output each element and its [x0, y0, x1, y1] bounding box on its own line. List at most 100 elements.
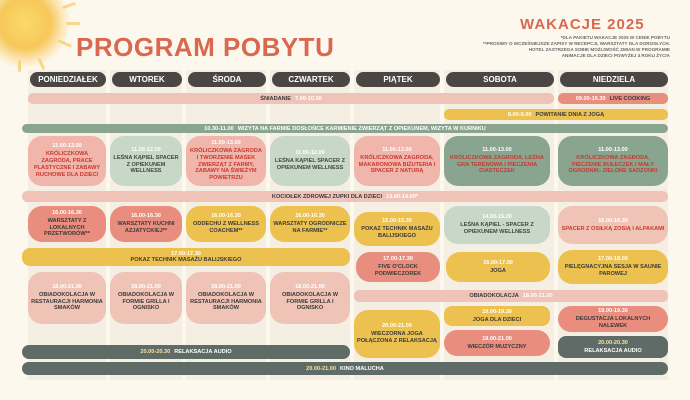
activity-card-monday-1: 11.00-13.00 KRÓLICZKOWA ZAGRODA, PRACE P… [28, 136, 106, 186]
card-time: 18.00-21.00 [211, 283, 241, 290]
bar-label: KINO MALUCHA [340, 365, 384, 372]
card-text: POKAZ TECHNIK MASAŻU BALIJSKIEGO [361, 226, 433, 239]
activity-card-friday-1: 11.00-13.00 KRÓLICZKOWA ZAGRODA, MAKARON… [354, 136, 440, 186]
card-time: 11.00-13.00 [52, 143, 82, 150]
footnote: *DLA PAKIETU WAKACJE 2025 W CENIE POBYTU [560, 35, 670, 40]
card-time: 16.00-16.30 [131, 213, 161, 220]
activity-card-saturday-5: 19.00-19.30 JOGA DLA DZIECI [444, 306, 550, 326]
activity-card-sunday-1: 11.00-13.00 KRÓLICZKOWA ZAGRODA, PIECZEN… [558, 136, 668, 186]
activity-card-sunday-6: 20.00-20.30 RELAKSACJA AUDIO [558, 336, 668, 358]
card-time: 15.00-15.30 [382, 218, 412, 225]
relax-audio-bar: 20.00-20.30 RELAKSACJA AUDIO [22, 345, 350, 359]
activity-card-wednesday-4: 18.00-21.00 OBIADOKOLACJA W RESTAURACJI … [186, 272, 266, 324]
activity-card-tuesday-1: 11.00-12.00 LEŚNA KĄPIEL SPACER Z OPIEKU… [110, 136, 182, 186]
card-time: 19.00-19.30 [598, 308, 628, 315]
card-text: ODDECHU Z WELLNESS COACHEM** [193, 221, 259, 234]
activity-card-friday-3: 17.00-17.30 FIVE O'CLOCK PODWIECZOREK [356, 252, 440, 282]
bar-time: 8.00-9.00 [507, 111, 532, 118]
card-text: JOGA DLA DZIECI [472, 316, 522, 323]
bar-time: 20.00-21.00 [306, 365, 337, 372]
activity-card-wednesday-2: 16.00-16.30 ODDECHU Z WELLNESS COACHEM** [186, 206, 266, 242]
card-text: KRÓLICZKOWA ZAGRODA, PIECZENIE BUŁECZEK … [568, 154, 658, 175]
activity-card-sunday-5: 19.00-19.30 DEGUSTACJA LOKALNYCH NALEWEK [558, 306, 668, 332]
card-text: LEŚNA KĄPIEL - SPACER Z OPIEKUNEM WELLNE… [460, 222, 534, 235]
bar-label: KOCIOŁEK ZDROWEJ ZUPKI DLA DZIECI [271, 193, 383, 200]
card-time: 11.00-13.00 [382, 146, 412, 153]
card-text: WIECZORNA JOGA POŁĄCZONA Z RELAKSACJĄ [357, 331, 437, 344]
card-text: KRÓLICZKOWA ZAGRODA, MAKARONOWA BIŻUTERI… [358, 154, 436, 175]
bar-time: 10.30-11.00 [204, 125, 234, 132]
bar-label: POKAZ TECHNIK MASAŻU BALIJSKIEGO [130, 257, 242, 263]
page-title: PROGRAM POBYTU [76, 32, 335, 62]
sun-ray [66, 22, 80, 25]
card-time: 11.00-13.00 [482, 146, 512, 153]
activity-card-friday-2: 15.00-15.30 POKAZ TECHNIK MASAŻU BALIJSK… [354, 212, 440, 246]
bar-label: POWITANIE DNIA Z JOGĄ [535, 111, 605, 118]
activity-card-monday-4: 18.00-21.00 OBIADOKOLACJA W RESTAURACJI … [28, 272, 106, 324]
farm-visit-bar: 10.30-11.00 WIZYTA NA FARMIE DOSŁOŃCE KA… [22, 124, 668, 133]
activity-card-thursday-4: 18.00-21.00 OBIADOKOLACJA W FORMIE GRILL… [270, 272, 350, 324]
bar-time: 17.00-17.30 [171, 251, 201, 257]
card-text: RELAKSACJA AUDIO [584, 347, 642, 354]
card-time: 11.00-12.00 [295, 150, 325, 157]
card-text: JOGA [490, 267, 506, 274]
footnote: **PROSIMY O WCZEŚNIEJSZE ZAPISY W RECEPC… [482, 40, 670, 46]
day-header-wednesday: ŚRODA [188, 72, 266, 87]
card-text: KRÓLICZKOWA ZAGRODA I TWORZENIE MASEK ZW… [190, 147, 262, 182]
season-title: WAKACJE 2025 [520, 16, 645, 33]
card-time: 18.00-21.00 [52, 283, 82, 290]
activity-card-friday-5: 20.00-21.00 WIECZORNA JOGA POŁĄCZONA Z R… [354, 310, 440, 358]
card-time: 16.00-17.00 [483, 259, 513, 266]
bar-label: ŚNIADANIE [260, 95, 292, 102]
activity-card-tuesday-2: 16.00-16.30 WARSZTATY KUCHNI AZJATYCKIEJ… [110, 206, 182, 242]
card-text: LEŚNA KĄPIEL SPACER Z OPIEKUNEM WELLNESS [113, 154, 179, 175]
day-header-thursday: CZWARTEK [272, 72, 350, 87]
bar-time: 13.00-14.00* [386, 193, 419, 200]
day-header-monday: PONIEDZIAŁEK [30, 72, 106, 87]
card-time: 16.00-16.30 [295, 213, 325, 220]
bar-time: 09.00-10.30 [575, 95, 606, 102]
footnote: ANIMACJE DLA DZIECI POWYŻEJ 4 ROKU ŻYCIA [561, 52, 670, 58]
live-cooking-bar: 09.00-10.30 LIVE COOKING [558, 93, 668, 104]
bar-time: 18.00-21.00 [522, 293, 553, 299]
card-text: OBIADOKOLACJA W RESTAURACJI HARMONIA SMA… [31, 291, 103, 312]
breakfast-bar: ŚNIADANIE 7.00-10.30 [28, 93, 554, 104]
activity-card-tuesday-4: 18.00-21.00 OBIADOKOLACJA W FORMIE GRILL… [110, 272, 182, 324]
massage-show-bar: 17.00-17.30 POKAZ TECHNIK MASAŻU BALIJSK… [22, 248, 350, 266]
bar-label: LIVE COOKING [609, 95, 651, 102]
card-time: 11.00-13.00 [598, 146, 628, 153]
card-time: 17.00-18.00 [598, 256, 628, 263]
activity-card-monday-2: 16.00-16.30 WARSZTATY Z LOKALNYCH PRZETW… [28, 206, 106, 242]
card-text: OBIADOKOLACJA W FORMIE GRILLA I OGNISKO [117, 291, 175, 312]
activity-card-sunday-2: 16.00-16.30 SPACER Z OSIŁKĄ ZOSIĄ I ALPA… [558, 206, 668, 244]
card-time: 20.00-20.30 [598, 339, 628, 346]
card-text: WARSZTATY OGRODNICZE NA FARMIE** [273, 221, 347, 234]
card-time: 19.00-21.00 [482, 335, 512, 342]
card-time: 20.00-21.00 [382, 323, 412, 330]
footnote: HOTEL ZASTRZEGA SOBIE MOŻLIWOŚĆ ZMIAN W … [528, 46, 670, 52]
card-text: WIECZÓR MUZYCZNY [467, 343, 527, 350]
activity-card-saturday-3: 16.00-17.00 JOGA [446, 252, 550, 282]
card-time: 11.00-13.00 [211, 139, 241, 146]
kids-cinema-bar: 20.00-21.00 KINO MALUCHA [22, 362, 668, 375]
activity-card-saturday-2: 14.00-15.00 LEŚNA KĄPIEL - SPACER Z OPIE… [444, 206, 550, 244]
card-text: KRÓLICZKOWA ZAGRODA, PRACE PLASTYCZNE I … [33, 151, 101, 178]
card-time: 14.00-15.00 [482, 214, 512, 221]
card-time: 18.00-21.00 [131, 283, 161, 290]
activity-card-sunday-3: 17.00-18.00 PIELĘGNACYJNA SESJA W SAUNIE… [558, 250, 668, 284]
card-text: SPACER Z OSIŁKĄ ZOSIĄ I ALPAKAMI [561, 225, 665, 232]
morning-yoga-bar: 8.00-9.00 POWITANIE DNIA Z JOGĄ [444, 109, 668, 120]
card-time: 19.00-19.30 [482, 308, 512, 315]
activity-card-saturday-6: 19.00-21.00 WIECZÓR MUZYCZNY [444, 330, 550, 356]
card-time: 16.00-16.30 [598, 217, 628, 224]
card-text: OBIADOKOLACJA W RESTAURACJI HARMONIA SMA… [190, 291, 262, 312]
card-time: 16.00-16.30 [52, 209, 82, 216]
card-text: LEŚNA KĄPIEL SPACER Z OPIEKUNEM WELLNESS [274, 158, 346, 171]
card-time: 16.00-16.30 [211, 213, 241, 220]
card-text: DEGUSTACJA LOKALNYCH NALEWEK [575, 316, 651, 329]
activity-card-thursday-2: 16.00-16.30 WARSZTATY OGRODNICZE NA FARM… [270, 206, 350, 242]
day-header-sunday: NIEDZIELA [560, 72, 668, 87]
dinner-bar: OBIADOKOLACJA 18.00-21.00 [354, 290, 668, 302]
card-text: OBIADOKOLACJA W FORMIE GRILLA I OGNISKO [281, 291, 339, 312]
activity-card-thursday-1: 11.00-12.00 LEŚNA KĄPIEL SPACER Z OPIEKU… [270, 136, 350, 186]
